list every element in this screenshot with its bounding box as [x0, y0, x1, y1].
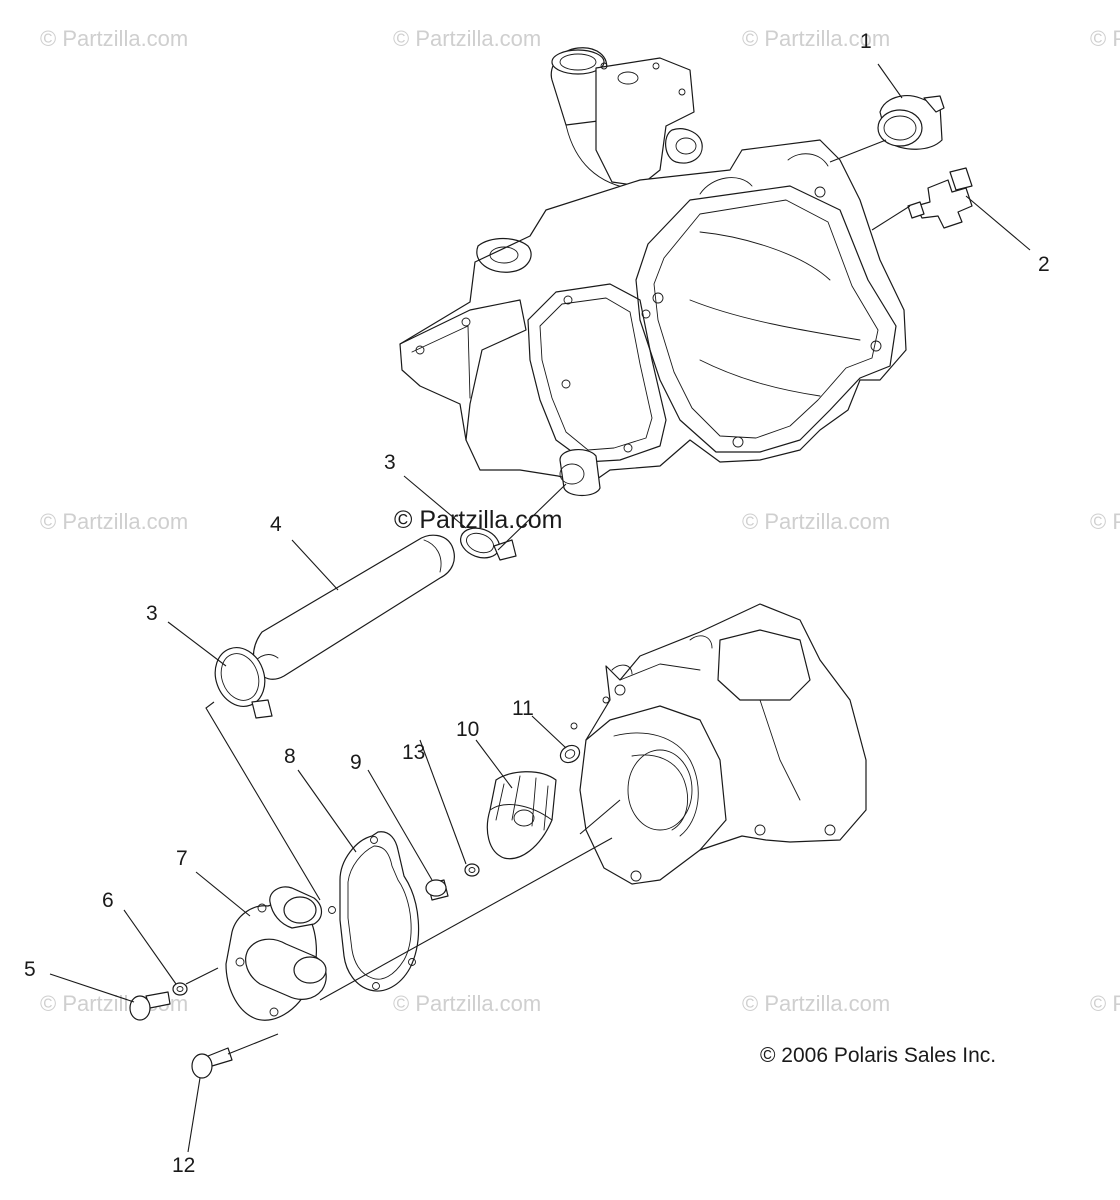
bolt-5 [129, 991, 171, 1021]
thermostat-housing [877, 95, 945, 150]
callout-labels: 1 2 3 4 3 10 11 13 8 9 7 6 5 12 [24, 30, 1050, 1177]
watermark-center: © Partzilla.com [394, 506, 562, 534]
temperature-sensor [907, 167, 973, 229]
watermark: © Partzilla.com [1090, 26, 1120, 51]
callout-10: 10 [456, 718, 479, 741]
washer-13 [464, 863, 480, 877]
callout-2: 2 [1038, 253, 1050, 276]
callout-13: 13 [402, 741, 425, 764]
callout-1: 1 [860, 30, 872, 53]
watermark: © Partzilla.com [393, 26, 541, 51]
pump-cover [225, 886, 327, 1021]
watermark: © Partzilla.com [1090, 509, 1120, 534]
watermark: © Partzilla.com [40, 509, 188, 534]
pump-seal [559, 744, 581, 764]
callout-12: 12 [172, 1154, 195, 1177]
callout-3: 3 [384, 451, 396, 474]
watermark: © Partzilla.com [742, 26, 890, 51]
watermark-layer: © Partzilla.com © Partzilla.com © Partzi… [40, 26, 1120, 1016]
impeller [486, 771, 557, 860]
callout-3: 3 [146, 602, 158, 625]
watermark: © Partzilla.com [742, 509, 890, 534]
gasket [328, 831, 420, 992]
o-ring [172, 982, 188, 996]
copyright-notice: © 2006 Polaris Sales Inc. [760, 1044, 996, 1067]
callout-11: 11 [512, 697, 534, 720]
callout-5: 5 [24, 958, 36, 981]
leader-lines [49, 63, 1031, 1153]
callout-9: 9 [350, 751, 362, 774]
callout-4: 4 [270, 513, 282, 536]
watermark: © Partzilla.com [40, 26, 188, 51]
watermark: © Partzilla.com [1090, 991, 1120, 1016]
callout-8: 8 [284, 745, 296, 768]
drain-plug [425, 879, 449, 901]
bolt-12 [191, 1047, 233, 1079]
callout-7: 7 [176, 847, 188, 870]
callout-6: 6 [102, 889, 114, 912]
watermark: © Partzilla.com [393, 991, 541, 1016]
crankcase-cover [570, 603, 867, 885]
hose-assembly [214, 527, 517, 719]
watermark: © Partzilla.com [742, 991, 890, 1016]
cylinder-head-assembly [399, 47, 907, 497]
